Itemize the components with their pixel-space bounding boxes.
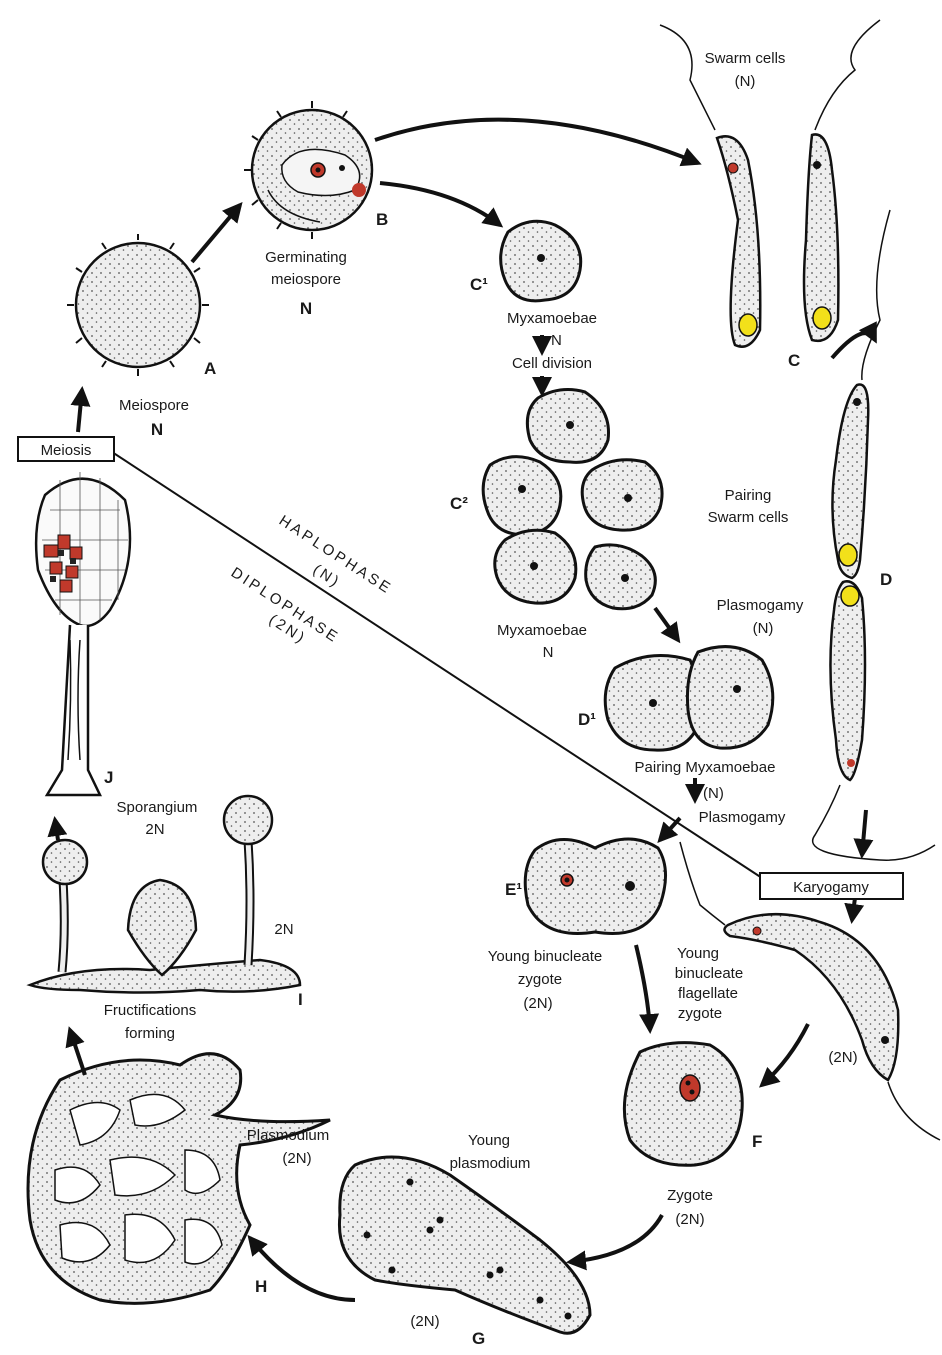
myxamoebae-ploidy-2: N (543, 644, 554, 661)
myxamoebae-c2-group (483, 390, 662, 609)
young-binucleate-label-1: Young binucleate (488, 948, 603, 965)
flagellate-label-3: flagellate (678, 985, 738, 1002)
plasmogamy-label-top: Plasmogamy (717, 597, 804, 614)
swarm-cell-right (804, 20, 880, 341)
swarm-cells-ploidy: (N) (735, 73, 756, 90)
myxamoeba-c1 (501, 221, 581, 301)
fructifications-label-2: forming (125, 1025, 175, 1042)
pairing-swarm-label-2: Swarm cells (708, 509, 789, 526)
flagellate-label-2: binucleate (675, 965, 743, 982)
pairing-myxamoebae-d1 (605, 647, 773, 751)
plasmodium-network-h (28, 1054, 330, 1304)
pairing-myxamoebae-ploidy: (N) (703, 785, 724, 802)
young-plasmodium-label-1: Young (468, 1132, 510, 1149)
young-binucleate-label-2: zygote (518, 971, 562, 988)
zygote-ploidy: (2N) (675, 1211, 704, 1228)
germinating-label-2: meiospore (271, 271, 341, 288)
flagellate-label-1: Young (677, 945, 719, 962)
letter-b: B (376, 210, 388, 229)
karyogamy-label: Karyogamy (793, 879, 869, 896)
young-plasmodium-g (339, 1157, 590, 1333)
fructifications-label-1: Fructifications (104, 1002, 197, 1019)
plasmodium-ploidy: (2N) (282, 1150, 311, 1167)
meiosis-label: Meiosis (41, 442, 92, 459)
flagellate-label-4: zygote (678, 1005, 722, 1022)
letter-i: I (298, 990, 303, 1009)
pairing-myxamoebae-label: Pairing Myxamoebae (635, 759, 776, 776)
letter-c1: C¹ (470, 275, 488, 294)
flagellate-ploidy: (2N) (828, 1049, 857, 1066)
zygote-label: Zygote (667, 1187, 713, 1204)
pairing-swarm-label-1: Pairing (725, 487, 772, 504)
plasmogamy-ploidy-top: (N) (753, 620, 774, 637)
plasmogamy-label-bottom: Plasmogamy (699, 809, 786, 826)
cell-division-label: Cell division (512, 355, 592, 372)
letter-g: G (472, 1329, 485, 1348)
zygote-f (624, 1043, 742, 1166)
germinating-ploidy: N (300, 299, 312, 318)
letter-d: D (880, 570, 892, 589)
meiospore-cell (67, 234, 209, 376)
germinating-meiospore-cell (244, 101, 372, 239)
meiospore-label: Meiospore (119, 397, 189, 414)
germinating-label-1: Germinating (265, 249, 347, 266)
myxamoebae-ploidy-1: N (551, 332, 562, 349)
meiospore-ploidy: N (151, 420, 163, 439)
letter-a: A (204, 359, 216, 378)
sporangium-j (36, 472, 130, 795)
young-plasmodium-label-2: plasmodium (450, 1155, 531, 1172)
plasmodium-label: Plasmodium (247, 1127, 330, 1144)
letter-c2: C² (450, 494, 468, 513)
letter-d1: D¹ (578, 710, 596, 729)
young-binucleate-ploidy: (2N) (523, 995, 552, 1012)
letter-f: F (752, 1132, 762, 1151)
sporangium-label: Sporangium (117, 799, 198, 816)
myxamoebae-label-1: Myxamoebae (507, 310, 597, 327)
swarm-cells-label: Swarm cells (705, 50, 786, 67)
letter-e1: E¹ (505, 880, 522, 899)
myxamoebae-label-2: Myxamoebae (497, 622, 587, 639)
binucleate-zygote-e1 (525, 839, 665, 933)
fructifications-i (30, 796, 300, 993)
sporangium-ploidy: 2N (145, 821, 164, 838)
letter-j: J (104, 768, 113, 787)
letter-h: H (255, 1277, 267, 1296)
letter-c: C (788, 351, 800, 370)
young-plasmodium-ploidy: (2N) (410, 1313, 439, 1330)
fructification-ploidy: 2N (274, 921, 293, 938)
